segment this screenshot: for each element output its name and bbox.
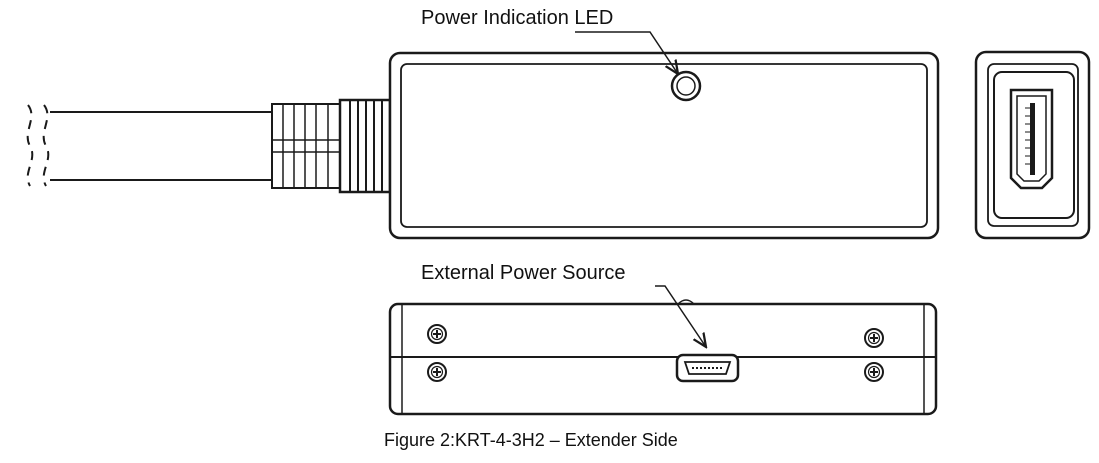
extender-end-view (974, 50, 1091, 240)
external-power-leader (655, 285, 706, 347)
figure-caption: Figure 2:KRT-4-3H2 – Extender Side (384, 430, 678, 450)
external-power-label: External Power Source (421, 262, 626, 284)
power-led-label: Power Indication LED (421, 7, 613, 29)
cable-strain-relief (271, 98, 392, 194)
cable-break-left (26, 104, 34, 187)
screw-icon (427, 324, 447, 344)
screw-icon (427, 362, 447, 382)
extender-side-view (388, 299, 938, 416)
micro-usb-port-icon (675, 353, 740, 383)
led-indicator-icon (670, 70, 702, 102)
extender-top-view (388, 51, 940, 240)
cable (26, 104, 272, 187)
power-led-leader (575, 31, 678, 74)
screw-icon (864, 328, 884, 348)
cable-break-right (42, 104, 50, 187)
hdmi-port-icon (1009, 88, 1054, 190)
screw-icon (864, 362, 884, 382)
